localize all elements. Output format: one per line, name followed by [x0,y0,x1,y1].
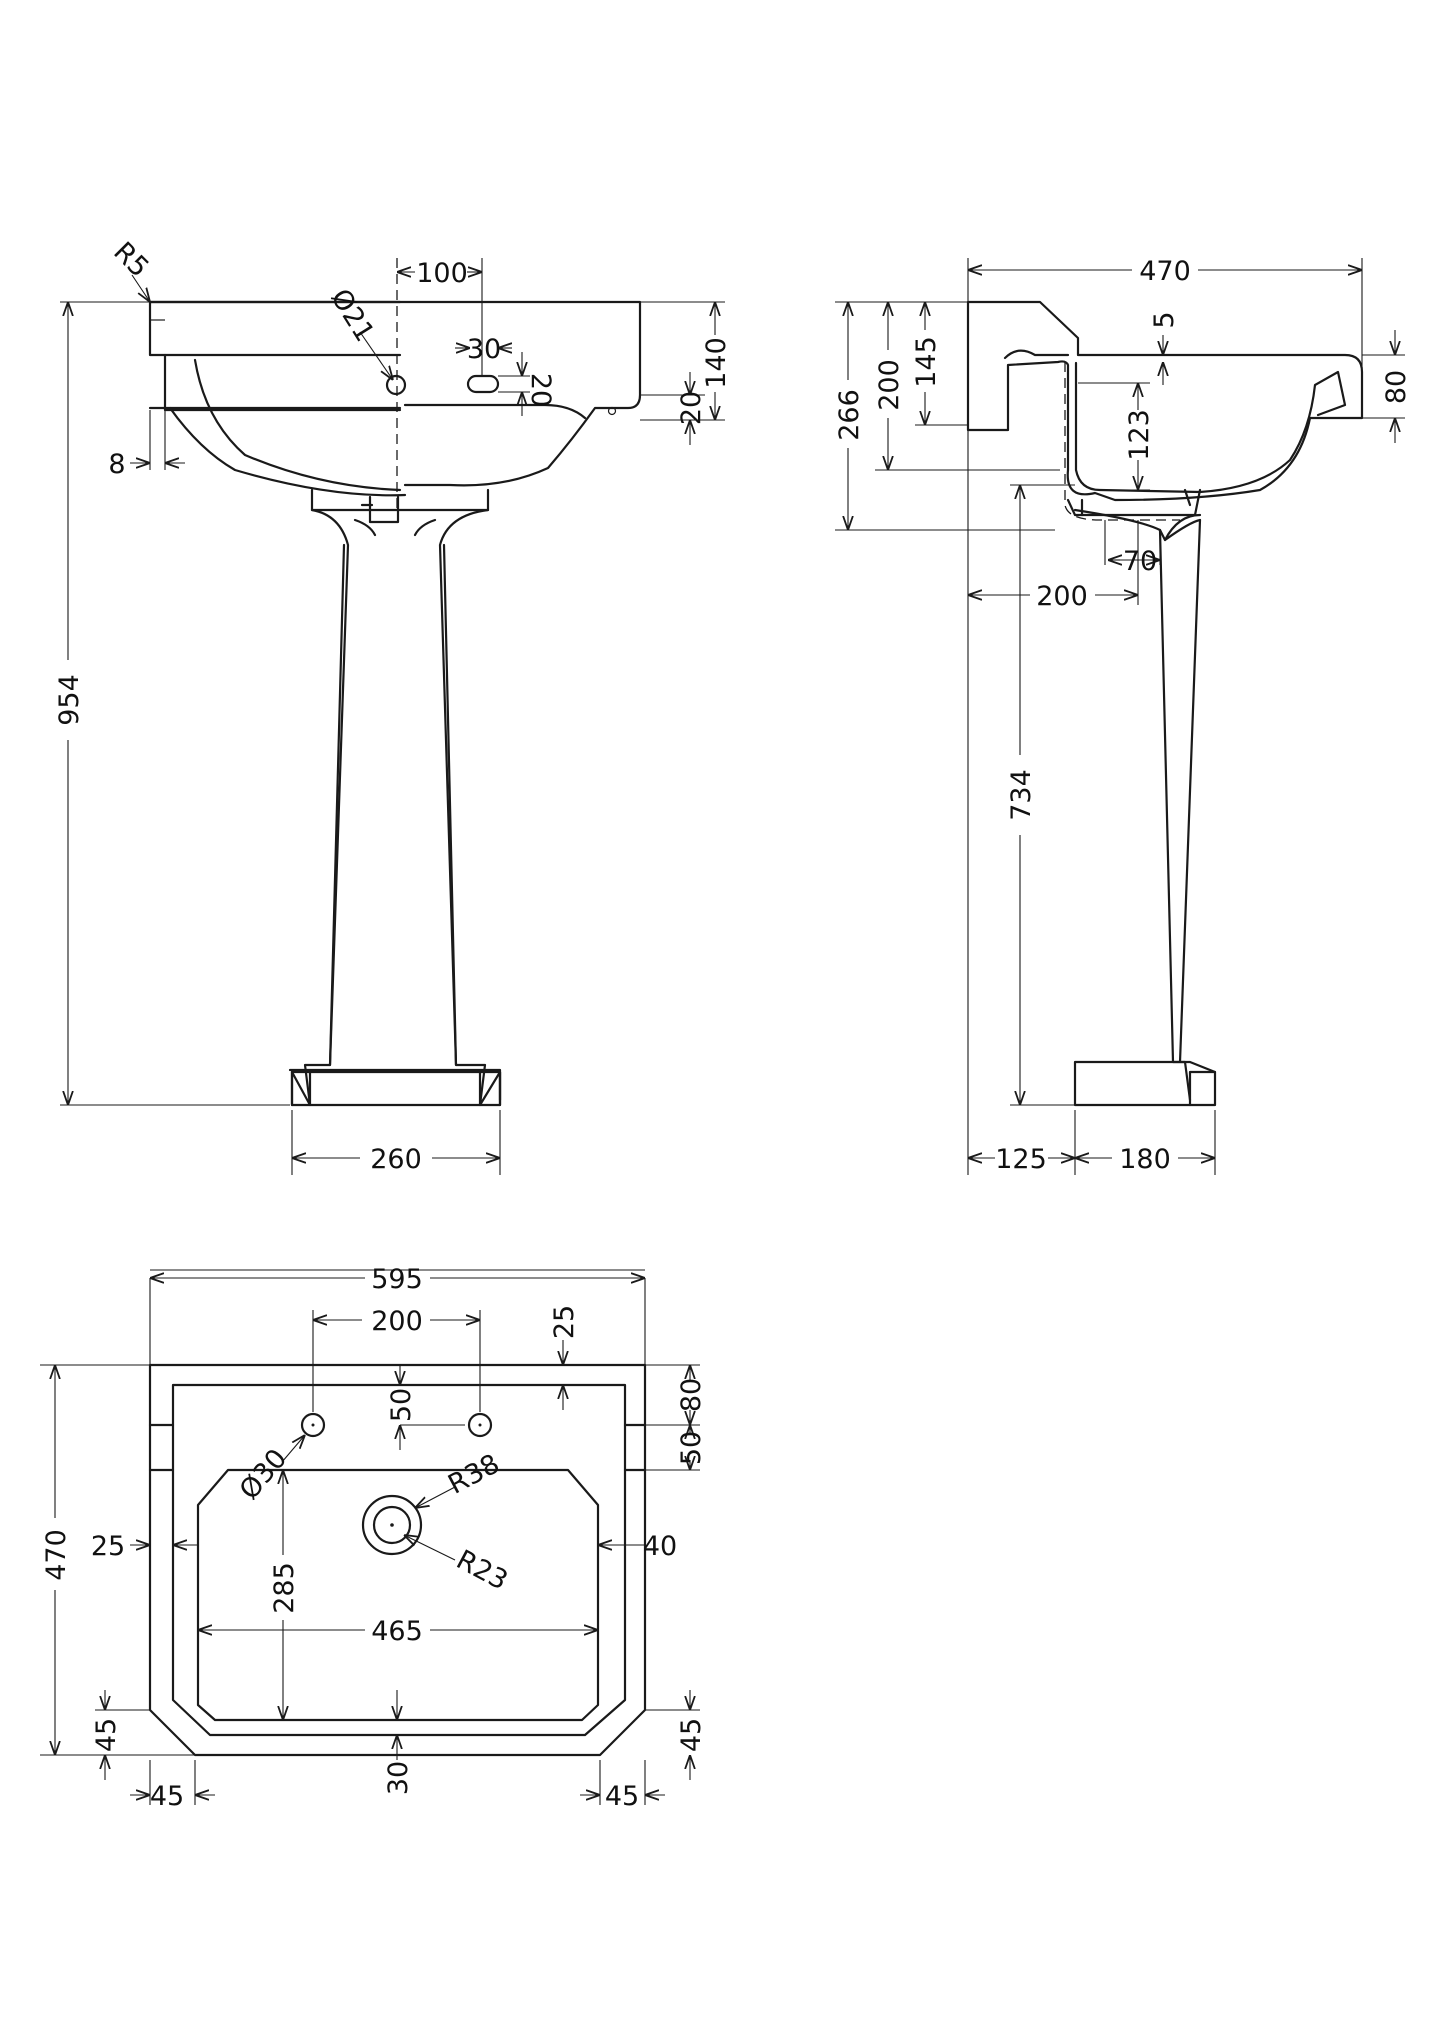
label-954: 954 [54,674,85,726]
label-145: 145 [911,336,942,388]
dim-top-595: 595 [149,1264,646,1365]
dim-side-145: 145 [911,301,968,426]
dim-top-285: 285 [269,1470,300,1720]
front-view: 260 954 100 30 20 20 [54,236,732,1175]
label-180: 180 [1119,1144,1171,1175]
dim-top-r23: R23 [404,1535,513,1597]
label-465: 465 [371,1616,423,1647]
label-45-right-v: 45 [676,1718,707,1752]
dim-side-123: 123 [1078,382,1155,491]
tap-hole-left-icon [300,1412,326,1438]
label-50-right: 50 [676,1431,707,1465]
dim-top-45-left-v: 45 [91,1690,150,1780]
dim-side-734: 734 [1006,484,1075,1106]
dim-top-50-right: 50 [645,1425,707,1471]
dim-front-100: 100 [397,258,483,375]
slot-overflow-icon [466,374,500,394]
label-5: 5 [1149,311,1180,328]
dim-side-266: 266 [834,301,1055,531]
label-200-h: 200 [1036,581,1088,612]
label-260: 260 [370,1144,422,1175]
label-20-slot: 20 [525,373,556,407]
label-285: 285 [269,1562,300,1614]
dim-side-470: 470 [967,256,1363,425]
front-pedestal-outline [288,488,502,1107]
label-25-top: 25 [549,1305,580,1339]
label-125: 125 [995,1144,1047,1175]
dim-front-140: 140 [640,301,732,421]
dim-top-50-taps: 50 [386,1365,465,1450]
dim-side-base: 125 180 [967,430,1216,1175]
dim-front-width-260: 260 [291,1110,501,1175]
label-r23: R23 [451,1544,512,1596]
label-100: 100 [416,258,468,289]
label-200-top: 200 [371,1306,423,1337]
front-basin-outline [148,300,642,497]
label-470-side: 470 [1139,256,1191,287]
dim-front-dia-21: Ø21 [324,284,393,380]
dim-top-200: 200 [312,1306,481,1412]
label-470-top: 470 [41,1529,72,1581]
dim-front-8: 8 [108,410,185,480]
label-200-v: 200 [874,359,905,411]
dim-top-30-bottom: 30 [383,1690,414,1795]
dim-top-40: 40 [598,1531,677,1562]
label-45-left-v: 45 [91,1718,122,1752]
label-r5: R5 [107,236,154,283]
label-123: 123 [1124,409,1155,461]
label-80-side: 80 [1381,370,1412,404]
label-dia-30: Ø30 [234,1443,293,1506]
dim-top-45-left-h: 45 [130,1760,215,1812]
tap-hole-icon [385,374,407,396]
dim-top-465: 465 [198,1616,598,1647]
label-40: 40 [643,1531,677,1562]
label-30-front: 30 [467,334,501,365]
small-hole-icon [607,406,617,416]
top-view: 595 200 25 50 80 [40,1264,707,1812]
waste-inner-icon [372,1505,412,1545]
dim-top-r38: R38 [415,1448,505,1508]
label-50-taps: 50 [386,1388,417,1422]
label-45-right-h: 45 [605,1781,639,1812]
label-80-top: 80 [676,1378,707,1412]
label-140: 140 [701,337,732,389]
dim-top-45-right-v: 45 [645,1690,707,1780]
label-30-bottom: 30 [383,1761,414,1795]
label-r38: R38 [443,1448,504,1500]
waste-center-icon [390,1523,394,1527]
dim-side-5: 5 [1149,311,1180,385]
label-266: 266 [834,389,865,441]
dim-front-r5: R5 [107,236,155,302]
dim-side-200-v: 200 [874,301,1060,471]
label-734: 734 [1006,769,1037,821]
label-dia-21: Ø21 [324,284,380,348]
dim-top-25: 25 [549,1305,580,1410]
dim-front-slot-30: 30 [455,334,512,365]
dim-front-slot-20: 20 [498,352,556,416]
label-70: 70 [1123,546,1157,577]
dim-front-height-954: 954 [54,301,290,1106]
dim-top-80: 80 [645,1364,707,1426]
dim-side-80: 80 [1362,330,1412,443]
dim-front-rim-20: 20 [640,372,707,445]
dim-top-45-right-h: 45 [580,1760,665,1812]
label-25-left: 25 [91,1531,125,1562]
label-45-left-h: 45 [150,1781,184,1812]
tap-hole-right-icon [467,1412,493,1438]
side-basin-outline [966,300,1364,1107]
label-8: 8 [108,449,125,480]
dim-top-25-left: 25 [91,1531,198,1562]
label-595: 595 [371,1264,423,1295]
dim-side-70: 70 [1104,520,1161,577]
dim-side-200-h: 200 [968,520,1139,612]
waste-outer-icon [361,1494,423,1556]
side-waste-dashed [1064,362,1180,521]
dim-top-470: 470 [40,1364,195,1756]
side-view: 470 266 200 145 5 [834,256,1412,1175]
